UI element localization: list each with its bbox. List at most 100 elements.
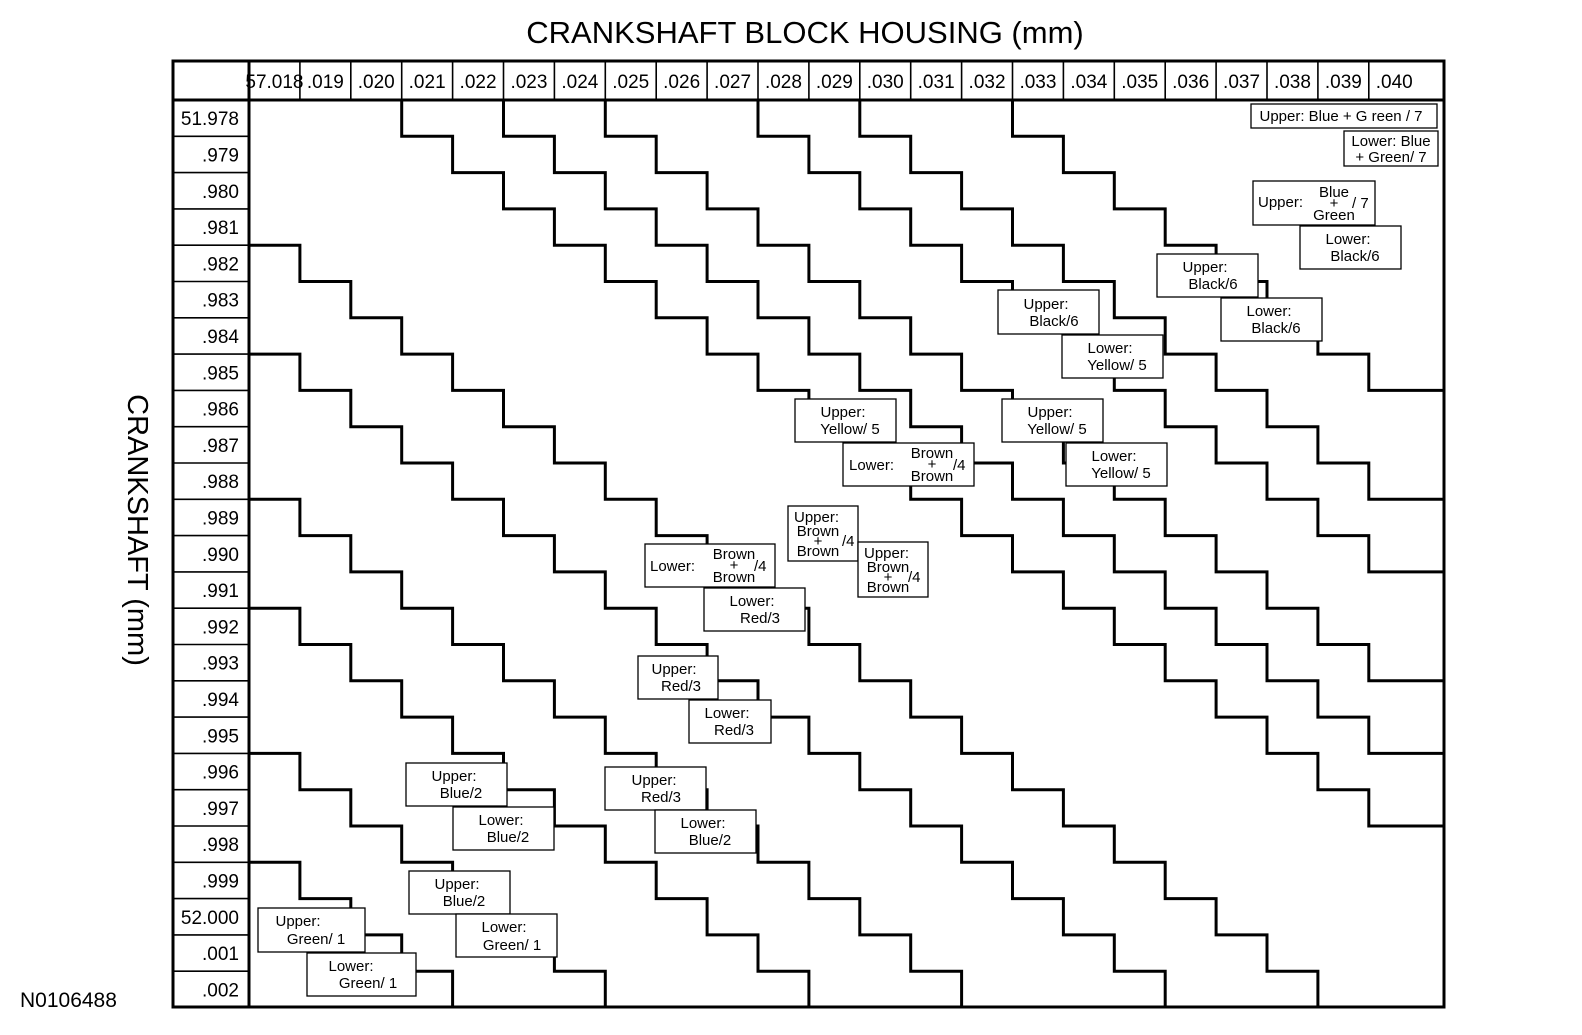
column-header: .020 (358, 72, 395, 93)
column-headers: 57.018.019.020.021.022.023.024.025.026.0… (245, 61, 1413, 100)
svg-text:Brown: Brown (713, 569, 756, 586)
svg-text:Upper:: Upper: (1027, 404, 1072, 421)
row-header: .998 (202, 835, 239, 856)
column-header: .025 (612, 72, 649, 93)
row-header: .993 (202, 654, 239, 675)
label-upper-green-1: Upper: Green/ 1 (257, 907, 366, 953)
row-header: .988 (202, 472, 239, 493)
label-lower-yellow-5-b: Lower: Yellow/ 5 (1065, 442, 1168, 487)
svg-text:Lower:: Lower: (704, 705, 749, 722)
row-header: .987 (202, 436, 239, 457)
row-headers: 51.978.979.980.981.982.983.984.985.986.9… (173, 109, 249, 1001)
svg-text:/ 7: / 7 (1352, 195, 1369, 212)
zone-boundary-line (249, 497, 964, 1008)
row-header: .995 (202, 726, 239, 747)
column-header: .031 (918, 72, 955, 93)
row-header: .984 (202, 327, 239, 348)
svg-text:Black/6: Black/6 (1330, 248, 1379, 265)
svg-text:Yellow/ 5: Yellow/ 5 (1087, 357, 1147, 374)
zone-boundary-line (249, 243, 1320, 1008)
column-header: .033 (1019, 72, 1056, 93)
svg-text:Upper:: Upper: (1023, 296, 1068, 313)
row-header: 51.978 (181, 109, 239, 130)
column-header: .036 (1172, 72, 1209, 93)
svg-text:Brown: Brown (911, 468, 954, 485)
label-lower-green-1: Lower: Green/ 1 (306, 952, 417, 997)
bearing-labels: Upper: Green/ 1 Lower: Green/ 1 Upper: B… (257, 103, 1439, 997)
column-header: .022 (460, 72, 497, 93)
row-header: .989 (202, 508, 239, 529)
row-header: .992 (202, 617, 239, 638)
y-axis-label: CRANKSHAFT (mm) (121, 394, 153, 666)
svg-text:Upper:: Upper: (794, 509, 839, 526)
svg-text:Red/3: Red/3 (740, 610, 780, 627)
svg-text:Lower:: Lower: (729, 593, 774, 610)
svg-text:Upper:: Upper: (434, 876, 479, 893)
svg-text:Upper:: Upper: (864, 545, 909, 562)
figure-code: N0106488 (20, 989, 117, 1012)
row-header: .986 (202, 400, 239, 421)
svg-text:Yellow/ 5: Yellow/ 5 (820, 421, 880, 438)
column-header: 57.018 (245, 72, 303, 93)
zone-boundary-line (808, 98, 1444, 501)
row-header: .996 (202, 763, 239, 784)
row-header: .983 (202, 291, 239, 312)
svg-text:Green/ 1: Green/ 1 (287, 931, 345, 948)
svg-text:Blue: Blue (1319, 184, 1349, 201)
label-upper-blue-2-a: Upper: Blue/2 (408, 870, 511, 915)
column-header: .024 (561, 72, 598, 93)
label-lower-blue-green-7-b: Lower: Blue + Green/ 7 (1343, 130, 1439, 167)
svg-text:Blue/2: Blue/2 (440, 785, 483, 802)
svg-text:Lower:: Lower: (650, 558, 695, 575)
svg-text:Lower:: Lower: (1246, 303, 1291, 320)
chart-title: CRANKSHAFT BLOCK HOUSING (mm) (526, 15, 1083, 50)
svg-text:Lower:: Lower: (1087, 340, 1132, 357)
svg-text:Brown: Brown (713, 546, 756, 563)
column-header: .039 (1325, 72, 1362, 93)
svg-text:Red/3: Red/3 (714, 722, 754, 739)
column-header: .028 (765, 72, 802, 93)
svg-text:Upper: Blue + G reen / 7: Upper: Blue + G reen / 7 (1259, 108, 1422, 125)
label-upper-brown-4-b: Upper: Brown + Brown /4 (857, 541, 929, 598)
svg-text:Upper:: Upper: (820, 404, 865, 421)
svg-text:Upper:: Upper: (651, 661, 696, 678)
column-header: .038 (1274, 72, 1311, 93)
svg-text:Red/3: Red/3 (661, 678, 701, 695)
label-upper-black-6-a: Upper: Black/6 (997, 289, 1100, 335)
svg-text:Upper:: Upper: (275, 913, 320, 930)
label-upper-black-6-b: Upper: Black/6 (1156, 253, 1259, 298)
svg-text:Brown: Brown (797, 523, 840, 540)
svg-text:Red/3: Red/3 (641, 789, 681, 806)
zone-boundary-line (961, 98, 1444, 392)
label-upper-brown-4-a: Upper: Brown + Brown /4 (787, 505, 859, 562)
label-lower-blue-2-b: Lower: Blue/2 (452, 806, 555, 851)
svg-text:Lower:: Lower: (680, 815, 725, 832)
svg-text:Lower:: Lower: (1325, 231, 1370, 248)
label-upper-red-3-a: Upper: Red/3 (604, 766, 707, 811)
column-header: .030 (867, 72, 904, 93)
svg-text:Brown: Brown (867, 559, 910, 576)
column-header: .021 (409, 72, 446, 93)
svg-text:Upper:: Upper: (1182, 259, 1227, 276)
column-header: .027 (714, 72, 751, 93)
svg-text:Brown: Brown (797, 543, 840, 560)
label-lower-black-6-b: Lower: Black/6 (1220, 297, 1323, 342)
svg-text:Black/6: Black/6 (1188, 276, 1237, 293)
label-lower-brown-4-b: Lower: Brown + Brown /4 (842, 442, 975, 487)
row-header: .002 (202, 980, 239, 1001)
svg-text:Yellow/ 5: Yellow/ 5 (1027, 421, 1087, 438)
zone-boundary-line (249, 606, 811, 1008)
row-header: .999 (202, 871, 239, 892)
label-lower-red-3-b: Lower: Red/3 (688, 699, 772, 744)
svg-text:+: + (884, 569, 893, 586)
label-upper-blue-2-b: Upper: Blue/2 (405, 762, 508, 807)
svg-text:/4: /4 (953, 457, 966, 474)
column-header: .029 (816, 72, 853, 93)
svg-text:Green/ 1: Green/ 1 (483, 937, 541, 954)
row-header: .982 (202, 254, 239, 275)
label-lower-brown-4-a: Lower: Brown + Brown /4 (644, 543, 776, 588)
label-upper-blue-green-7-b: Upper: Blue + G reen / 7 (1250, 103, 1438, 129)
svg-text:+: + (1330, 195, 1339, 212)
svg-text:+ Green/ 7: + Green/ 7 (1355, 149, 1426, 166)
label-lower-green-1-b: Lower: Green/ 1 (455, 913, 558, 958)
